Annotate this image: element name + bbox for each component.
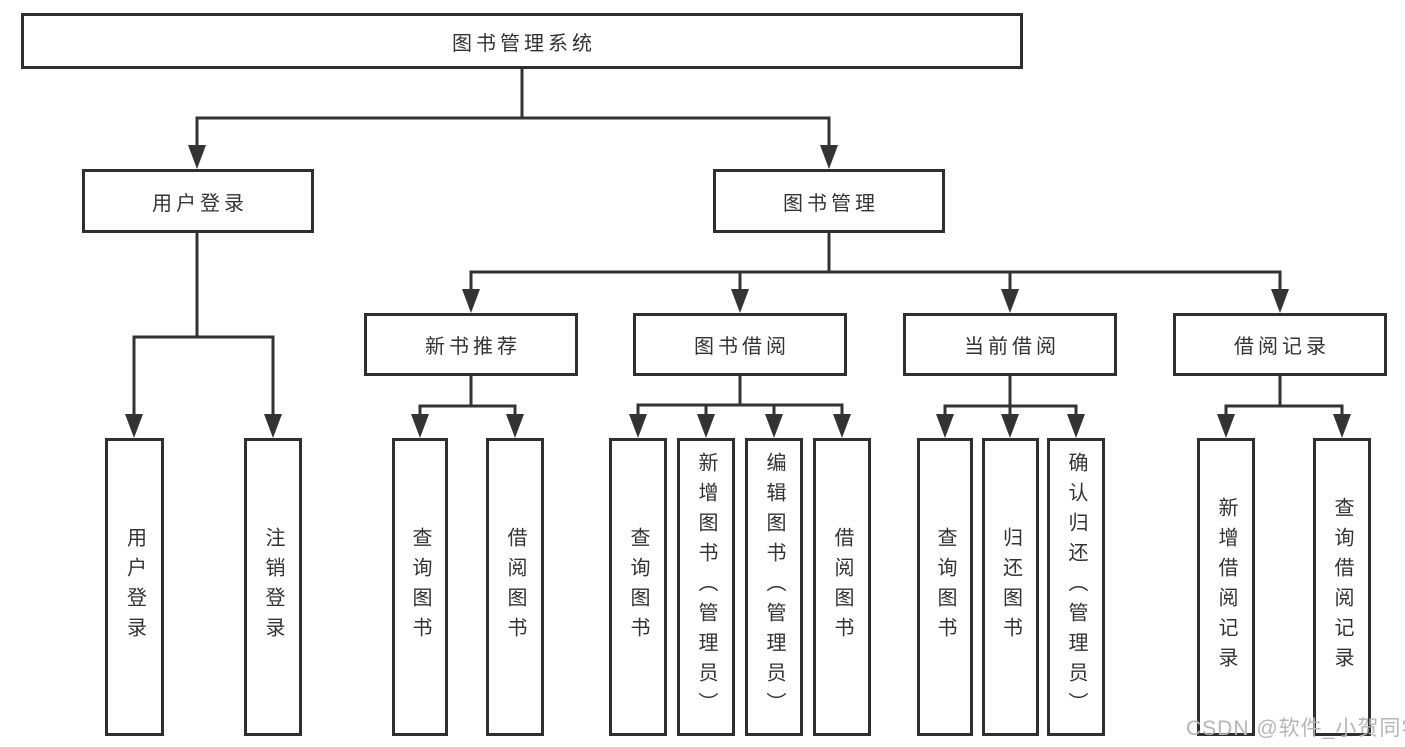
arrowheads-book-borrow-leaves bbox=[629, 414, 851, 438]
leaf-add-books-admin: 新增图书（管理员） bbox=[677, 438, 735, 736]
leaf-borrow-books: 借阅图书 bbox=[813, 438, 871, 736]
connector-user-login-subtree bbox=[132, 233, 275, 415]
leaf-confirm-return-admin-label: 确认归还（管理员） bbox=[1065, 452, 1087, 722]
node-root-system: 图书管理系统 bbox=[21, 13, 1023, 69]
node-book-borrow-label: 图书借阅 bbox=[694, 336, 790, 358]
arrowheads-level2 bbox=[188, 145, 838, 169]
node-root-label: 图书管理系统 bbox=[452, 32, 596, 55]
leaf-user-login-label: 用户登录 bbox=[123, 527, 146, 647]
leaf-confirm-return-admin: 确认归还（管理员） bbox=[1047, 438, 1105, 736]
csdn-watermark: CSDN @软件_小贺同学 bbox=[1186, 717, 1405, 740]
leaf-logout-label: 注销登录 bbox=[262, 527, 284, 647]
leaf-borrow-books-recommend-label: 借阅图书 bbox=[504, 527, 526, 647]
node-book-borrow: 图书借阅 bbox=[633, 313, 847, 376]
leaf-query-books-borrow-label: 查询图书 bbox=[627, 527, 649, 647]
connector-root-to-level2 bbox=[195, 69, 831, 146]
leaf-query-borrow-record: 查询借阅记录 bbox=[1313, 438, 1371, 736]
node-current-borrow-label: 当前借阅 bbox=[964, 336, 1060, 358]
leaf-borrow-books-recommend: 借阅图书 bbox=[486, 438, 544, 736]
leaf-user-login: 用户登录 bbox=[105, 438, 164, 736]
node-new-book-recommend-label: 新书推荐 bbox=[425, 336, 521, 358]
node-borrow-record: 借阅记录 bbox=[1173, 313, 1387, 376]
connector-new-book-subtree bbox=[418, 376, 517, 415]
leaf-add-books-admin-label: 新增图书（管理员） bbox=[695, 452, 717, 722]
connector-borrow-record-subtree bbox=[1224, 376, 1344, 415]
leaf-return-books-label: 归还图书 bbox=[999, 527, 1022, 647]
arrowheads-current-borrow-leaves bbox=[936, 414, 1085, 438]
leaf-query-books-current: 查询图书 bbox=[917, 438, 973, 736]
connector-book-management-to-level3 bbox=[469, 233, 1282, 290]
leaf-borrow-books-label: 借阅图书 bbox=[831, 527, 853, 647]
node-book-management: 图书管理 bbox=[713, 169, 945, 233]
node-book-management-label: 图书管理 bbox=[783, 192, 879, 215]
connector-book-borrow-subtree bbox=[636, 376, 844, 415]
node-borrow-record-label: 借阅记录 bbox=[1234, 336, 1330, 358]
leaf-query-books-recommend: 查询图书 bbox=[392, 438, 448, 736]
leaf-edit-books-admin-label: 编辑图书（管理员） bbox=[763, 452, 785, 722]
node-user-login: 用户登录 bbox=[82, 169, 314, 233]
node-new-book-recommend: 新书推荐 bbox=[364, 313, 578, 376]
node-current-borrow: 当前借阅 bbox=[903, 313, 1117, 376]
node-user-login-label: 用户登录 bbox=[152, 192, 248, 215]
leaf-logout: 注销登录 bbox=[244, 438, 302, 736]
leaf-add-borrow-record-label: 新增借阅记录 bbox=[1215, 497, 1237, 677]
leaf-query-books-current-label: 查询图书 bbox=[934, 527, 956, 647]
arrowheads-level3 bbox=[462, 289, 1289, 313]
arrowheads-new-book-leaves bbox=[411, 414, 524, 438]
arrowheads-user-login-leaves bbox=[125, 414, 282, 438]
leaf-query-borrow-record-label: 查询借阅记录 bbox=[1331, 497, 1353, 677]
leaf-return-books: 归还图书 bbox=[982, 438, 1039, 736]
connector-current-borrow-subtree bbox=[943, 376, 1078, 415]
leaf-query-books-borrow: 查询图书 bbox=[609, 438, 667, 736]
leaf-edit-books-admin: 编辑图书（管理员） bbox=[745, 438, 803, 736]
arrowheads-borrow-record-leaves bbox=[1217, 414, 1351, 438]
leaf-query-books-recommend-label: 查询图书 bbox=[409, 527, 431, 647]
leaf-add-borrow-record: 新增借阅记录 bbox=[1197, 438, 1255, 736]
